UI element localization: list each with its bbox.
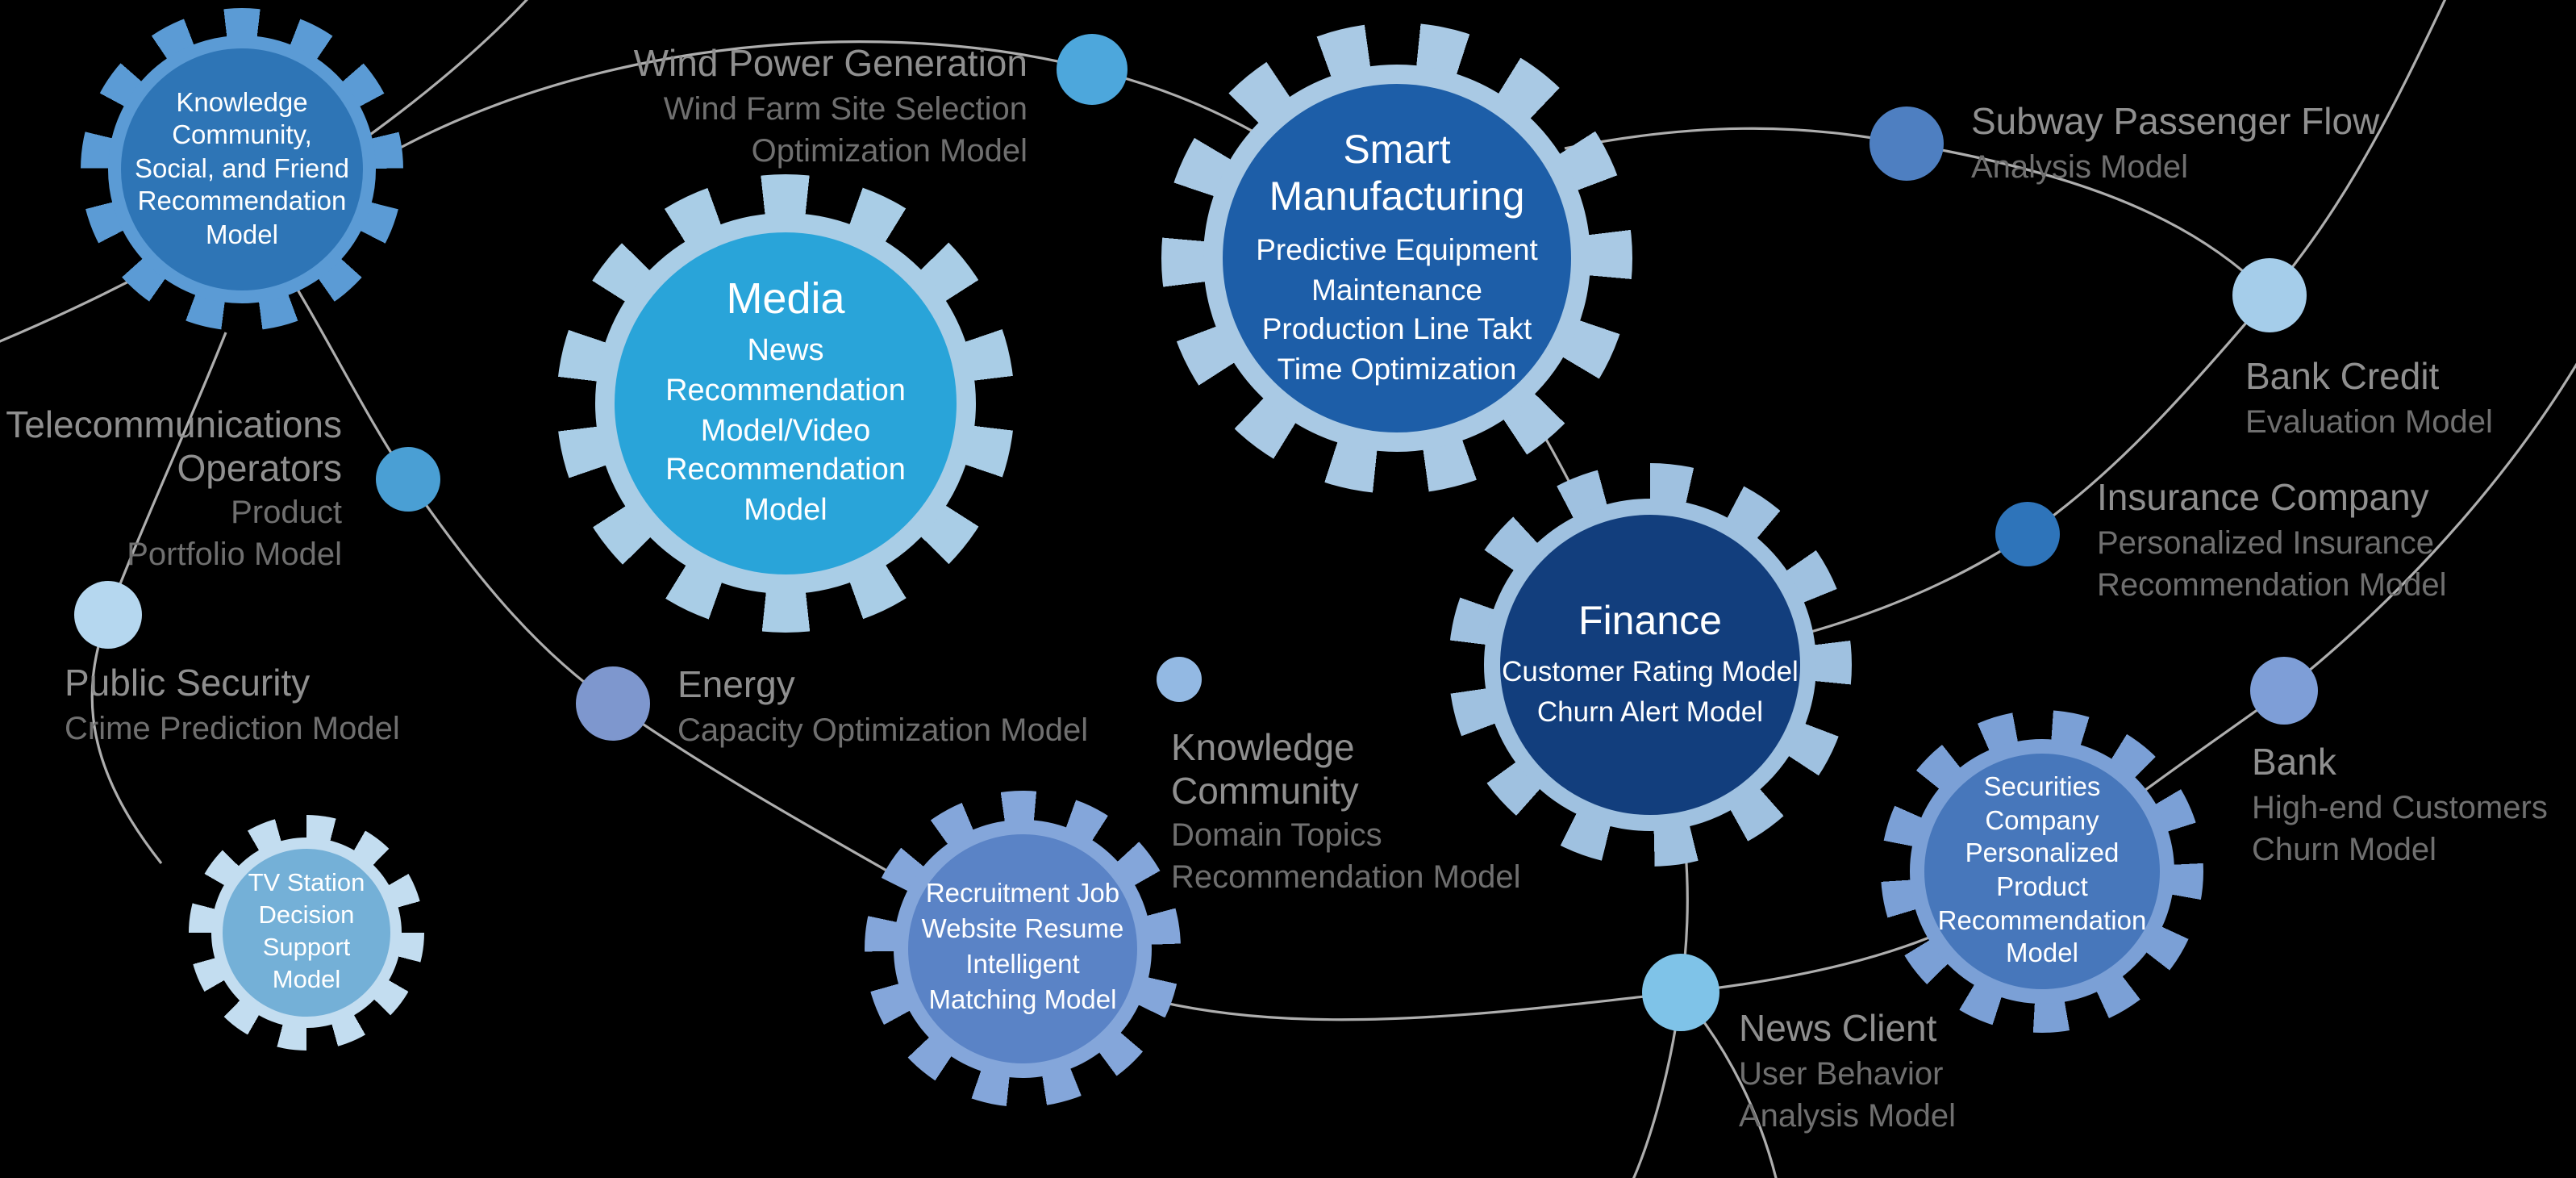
gear-title: Finance xyxy=(1578,599,1722,645)
label-subtitle: Domain Topics Recommendation Model xyxy=(1171,818,1521,896)
gear-lines: TV Station Decision Support Model xyxy=(248,869,365,995)
label-subtitle: High-end Customers Churn Model xyxy=(2252,790,2548,868)
gear-recruitment: Recruitment Job Website Resume Intellige… xyxy=(865,791,1181,1107)
label-insurance-company: Insurance Company Personalized Insurance… xyxy=(2097,476,2447,606)
node-subway xyxy=(1869,107,1944,181)
label-subtitle: Product Portfolio Model xyxy=(127,495,342,574)
gear-body: Securities Company Personalized Product … xyxy=(1910,739,2174,1004)
node-public-security xyxy=(74,581,142,649)
gear-finance: Finance Customer Rating Model Churn Aler… xyxy=(1448,463,1852,867)
label-title: Bank Credit xyxy=(2245,355,2440,397)
gear-lines: Securities Company Personalized Product … xyxy=(1937,773,2147,969)
label-title: News Client xyxy=(1739,1007,1937,1049)
gear-lines: Customer Rating Model Churn Alert Model xyxy=(1502,655,1799,727)
label-news-client: News Client User Behavior Analysis Model xyxy=(1739,1007,1956,1137)
node-news-client xyxy=(1642,954,1719,1031)
label-title: Subway Passenger Flow xyxy=(1971,100,2380,142)
label-subtitle: Capacity Optimization Model xyxy=(677,712,1089,749)
label-knowledge-community: Knowledge Community Domain Topics Recomm… xyxy=(1171,726,1521,900)
label-wind-power-generation: Wind Power Generation Wind Farm Site Sel… xyxy=(634,42,1027,172)
gear-body: Finance Customer Rating Model Churn Aler… xyxy=(1484,499,1816,831)
label-public-security: Public Security Crime Prediction Model xyxy=(65,662,400,750)
label-subtitle: Evaluation Model xyxy=(2245,404,2493,441)
gear-tv-station: TV Station Decision Support Model xyxy=(189,815,424,1051)
label-subtitle: Crime Prediction Model xyxy=(65,711,400,747)
gear-lines: Predictive Equipment Maintenance Product… xyxy=(1256,232,1538,386)
gear-body: Knowledge Community, Social, and Friend … xyxy=(108,36,376,303)
gear-securities-company: Securities Company Personalized Product … xyxy=(1881,710,2203,1033)
node-bank xyxy=(2250,657,2318,725)
gear-knowledge-community: Knowledge Community, Social, and Friend … xyxy=(81,8,403,331)
label-title: Telecommunications Operators xyxy=(6,403,342,489)
label-bank-credit: Bank Credit Evaluation Model xyxy=(2245,355,2493,443)
label-title: Energy xyxy=(677,663,795,705)
gear-body: Media News Recommendation Model/Video Re… xyxy=(595,213,976,594)
label-subtitle: Analysis Model xyxy=(1971,149,2189,186)
node-insurance xyxy=(1995,502,2060,566)
node-telecom xyxy=(376,447,440,512)
label-subtitle: Wind Farm Site Selection Optimization Mo… xyxy=(663,91,1027,169)
gear-media: Media News Recommendation Model/Video Re… xyxy=(556,174,1015,633)
gear-body: TV Station Decision Support Model xyxy=(211,838,402,1028)
node-energy xyxy=(576,666,650,741)
label-bank: Bank High-end Customers Churn Model xyxy=(2252,741,2548,871)
label-subway-passenger-flow: Subway Passenger Flow Analysis Model xyxy=(1971,100,2379,188)
gear-smart-manufacturing: Smart Manufacturing Predictive Equipment… xyxy=(1161,23,1632,494)
label-subtitle: Personalized Insurance Recommendation Mo… xyxy=(2097,525,2447,604)
label-telecommunications-operators: Telecommunications Operators Product Por… xyxy=(6,403,342,577)
gear-body: Smart Manufacturing Predictive Equipment… xyxy=(1203,65,1590,452)
gear-title: Media xyxy=(726,274,845,324)
gear-body: Recruitment Job Website Resume Intellige… xyxy=(894,820,1152,1078)
label-title: Wind Power Generation xyxy=(633,42,1027,84)
label-subtitle: User Behavior Analysis Model xyxy=(1739,1056,1957,1134)
label-title: Bank xyxy=(2252,741,2336,783)
label-energy: Energy Capacity Optimization Model xyxy=(677,663,1088,751)
node-wind-power xyxy=(1057,34,1128,105)
gear-lines: Recruitment Job Website Resume Intellige… xyxy=(921,879,1124,1015)
gear-lines: News Recommendation Model/Video Recommen… xyxy=(665,334,906,528)
label-title: Knowledge Community xyxy=(1171,726,1359,812)
label-title: Public Security xyxy=(65,662,311,704)
gear-lines: Knowledge Community, Social, and Friend … xyxy=(135,88,349,250)
label-title: Insurance Company xyxy=(2097,476,2429,518)
node-bank-credit xyxy=(2232,258,2307,332)
node-knowledge-community xyxy=(1157,657,1202,702)
gear-title: Smart Manufacturing xyxy=(1269,127,1525,219)
